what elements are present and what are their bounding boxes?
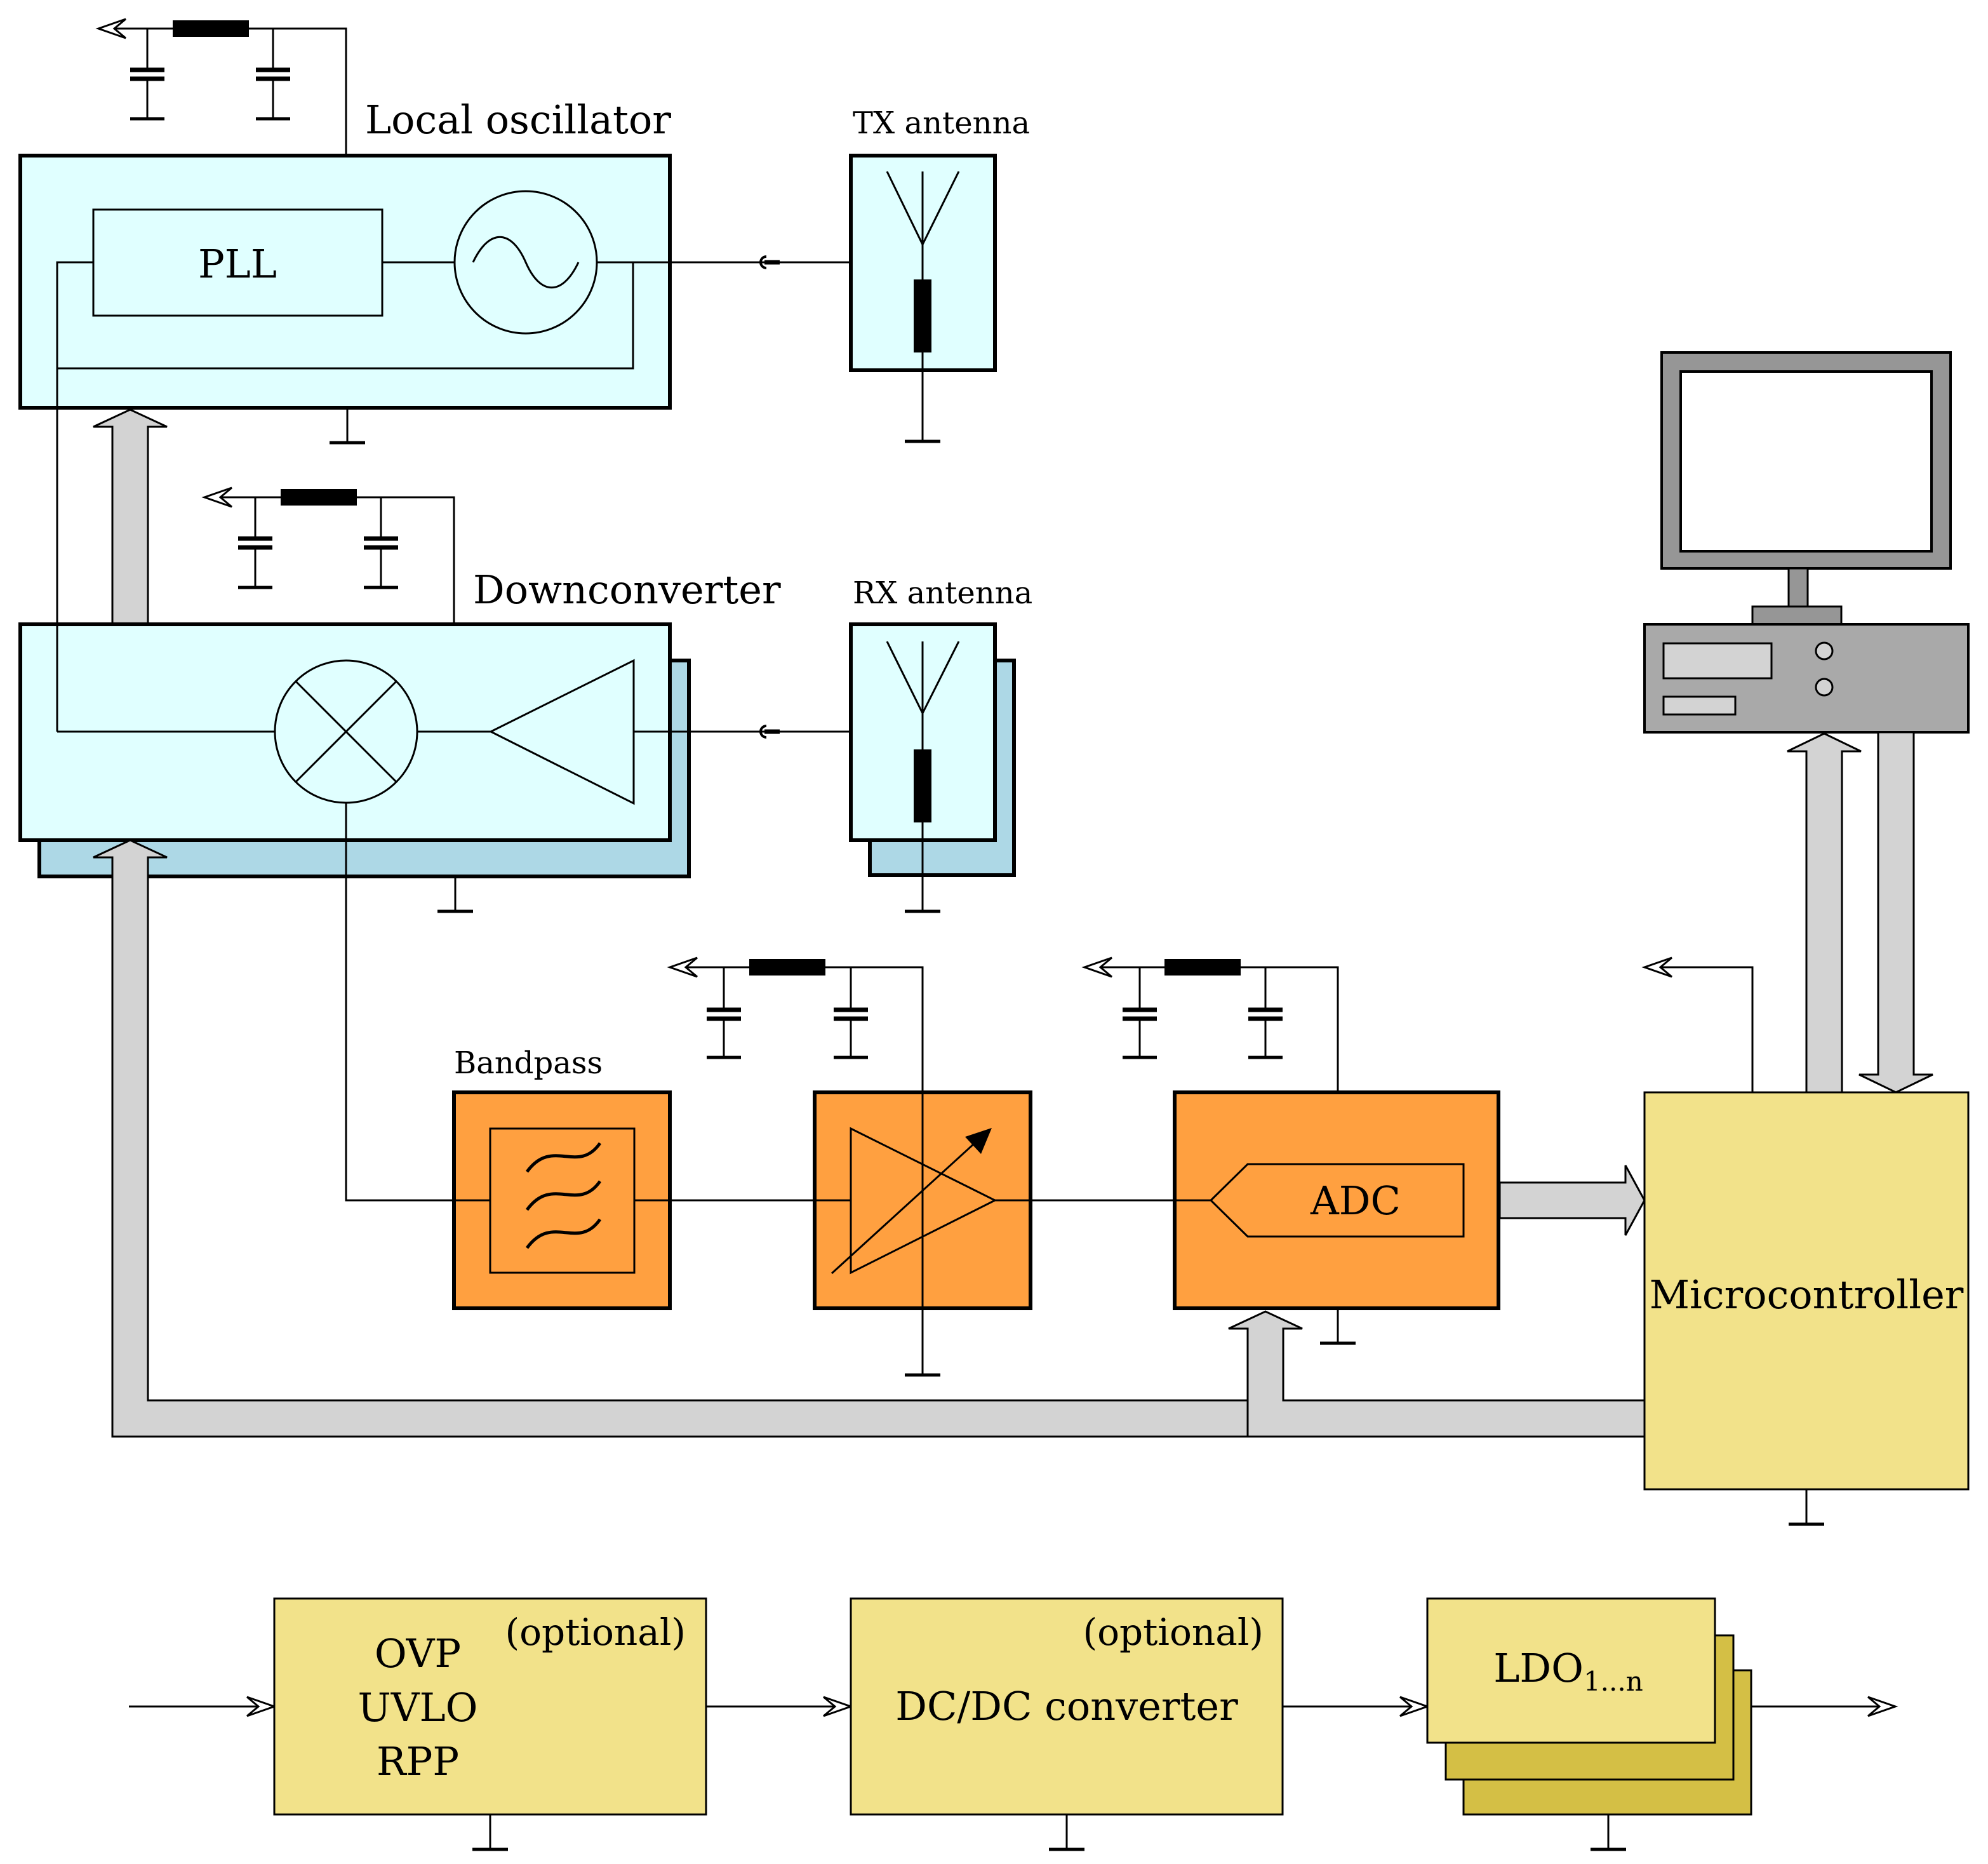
downconverter-label: Downconverter: [473, 567, 781, 613]
rx-antenna-label: RX antenna: [853, 575, 1032, 611]
capacitor-icon: [256, 29, 290, 121]
microcontroller-label: Microcontroller: [1650, 1271, 1964, 1318]
variable-gain-amplifier-icon: [815, 1092, 997, 1340]
uvlo-label: UVLO: [357, 1684, 477, 1731]
bus-arrow-pc-to-mcu: [1858, 731, 1933, 1094]
connector-icon: [759, 255, 767, 269]
vga-block: [813, 1090, 1032, 1375]
ground-icon: [330, 408, 365, 443]
capacitor-icon: [364, 497, 398, 589]
antenna-icon: [886, 171, 960, 406]
dcdc-block: (optional) DC/DC converter: [850, 1597, 1284, 1849]
tx-antenna-label: TX antenna: [853, 105, 1030, 141]
ground-icon: [472, 1814, 508, 1849]
sine-source-icon: [453, 190, 598, 335]
ground-icon: [1320, 1308, 1356, 1343]
adc-label: ADC: [1310, 1177, 1401, 1224]
capacitor-icon: [238, 497, 272, 589]
inductor-icon: [173, 20, 249, 37]
inductor-icon: [281, 489, 357, 506]
ldo-block: LDO1...n: [1426, 1597, 1752, 1849]
vga-supply-filter: [667, 956, 924, 1092]
capacitor-icon: [707, 967, 741, 1059]
ground-icon: [905, 1340, 940, 1375]
lo-supply-filter: [95, 18, 347, 156]
dcdc-label: DC/DC converter: [895, 1683, 1238, 1729]
ground-icon: [1049, 1814, 1084, 1849]
pll-label: PLL: [198, 241, 277, 287]
ground-icon: [1591, 1814, 1626, 1849]
bandpass-block: Bandpass: [452, 1045, 672, 1310]
capacitor-icon: [130, 29, 164, 121]
capacitor-icon: [1248, 967, 1283, 1059]
ground-icon: [905, 406, 940, 441]
ground-icon: [1789, 1489, 1824, 1524]
ground-icon: [437, 876, 473, 911]
arrow-open-icon: [201, 486, 232, 508]
bus-arrow-adc-to-mcu: [1498, 1165, 1646, 1236]
ovp-label: OVP: [375, 1630, 461, 1677]
arrow-open-icon: [1081, 956, 1112, 978]
downconverter-supply-filter: [201, 486, 455, 624]
control-bus: [93, 839, 1646, 1438]
antenna-icon: [886, 641, 960, 876]
bus-arrow-mcu-to-pc: [1787, 732, 1862, 1094]
bus-arrow-lo: [93, 408, 168, 626]
pll-block: [92, 208, 384, 317]
arrow-open-icon: [1399, 1696, 1431, 1717]
connector-icon: [759, 725, 767, 739]
rpp-label: RPP: [377, 1738, 459, 1785]
arrow-open-icon: [1641, 956, 1672, 978]
ground-icon: [905, 876, 940, 911]
arrow-open-icon: [95, 18, 126, 39]
tx-antenna-block: TX antenna: [849, 105, 1030, 441]
arrow-open-icon: [667, 956, 698, 978]
arrow-open-icon: [823, 1696, 854, 1717]
arrow-open-icon: [1867, 1696, 1898, 1717]
optional-label: (optional): [1083, 1611, 1264, 1654]
arrow-open-icon: [246, 1696, 277, 1717]
adc-symbol: [1209, 1163, 1465, 1238]
inductor-icon: [749, 959, 825, 976]
ldo-label: LDO1...n: [1493, 1645, 1643, 1697]
capacitor-icon: [1123, 967, 1157, 1059]
protection-block: OVP UVLO RPP (optional): [273, 1597, 707, 1849]
bandpass-filter-icon: [454, 1127, 670, 1274]
power-chain: OVP UVLO RPP (optional) (optional) DC/DC…: [129, 1597, 1898, 1849]
downconverter-block: Downconverter: [18, 368, 921, 911]
inductor-icon: [1164, 959, 1241, 976]
optional-label: (optional): [505, 1611, 686, 1654]
local-oscillator-block: Local oscillator PLL: [18, 97, 672, 443]
microcontroller-block: Microcontroller: [1643, 1091, 1970, 1524]
computer-icon: [1643, 351, 1970, 734]
bandpass-label: Bandpass: [454, 1045, 603, 1081]
local-oscillator-label: Local oscillator: [365, 97, 671, 143]
mixer-icon: [274, 659, 418, 804]
capacitor-icon: [834, 967, 868, 1059]
adc-block: ADC: [1173, 1090, 1500, 1343]
rx-antenna-block: RX antenna: [849, 575, 1032, 911]
adc-supply-filter: [1081, 956, 1339, 1092]
